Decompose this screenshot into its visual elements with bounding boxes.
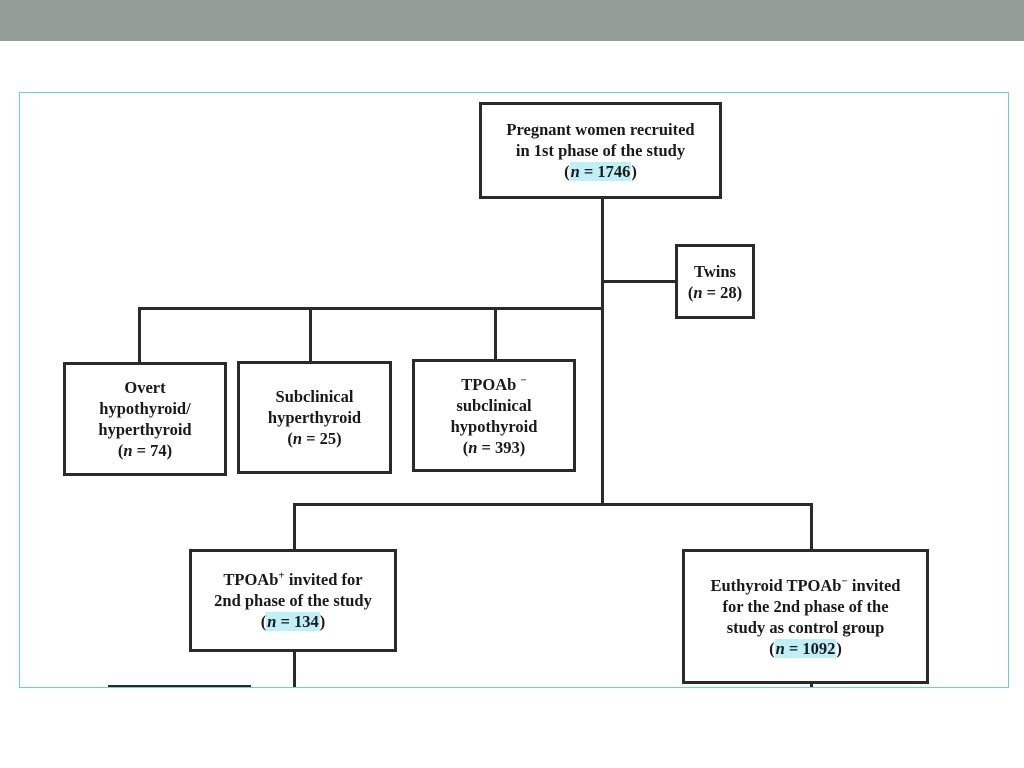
euthyroid-count: 1092	[802, 638, 836, 658]
subclinical-hyper-drop-line	[309, 307, 312, 361]
euthyroid-line1a: Euthyroid TPOAb	[710, 575, 842, 595]
twins-count: 28	[720, 282, 737, 302]
overt-line2: hypothyroid/	[99, 399, 191, 418]
tpoab-pos-box: TPOAb+ invited for 2nd phase of the stud…	[189, 549, 397, 652]
partial-box-top-edge	[108, 685, 251, 687]
overt-line3: hyperthyroid	[98, 420, 192, 439]
tpoab-neg-count: 393	[495, 437, 520, 457]
tpoab-pos-drop-line	[293, 503, 296, 549]
euthyroid-drop-line	[810, 503, 813, 549]
tpoab-neg-box: TPOAb − subclinical hypothyroid (n = 393…	[412, 359, 576, 472]
euthyroid-continuation-line	[810, 681, 813, 687]
root-line1: Pregnant women recruited	[506, 120, 695, 139]
twins-connector	[603, 280, 677, 283]
tpoab-pos-continuation-line	[293, 650, 296, 687]
level2-horizontal-line	[293, 503, 813, 506]
overt-box: Overt hypothyroid/ hyperthyroid (n = 74)	[63, 362, 227, 476]
overt-drop-line	[138, 307, 141, 362]
subclinical-hyper-count: 25	[319, 429, 337, 448]
level1-horizontal-line	[138, 307, 604, 310]
tpoab-pos-line1a: TPOAb	[223, 570, 279, 589]
tpoab-pos-line1b: invited for	[284, 570, 363, 589]
flowchart-frame: Pregnant women recruited in 1st phase of…	[19, 92, 1009, 688]
subclinical-hyper-line2: hyperthyroid	[267, 408, 362, 427]
tpoab-pos-line2: 2nd phase of the study	[214, 591, 372, 610]
tpoab-neg-line3: hypothyroid	[450, 416, 538, 436]
twins-label: Twins	[694, 261, 736, 281]
subclinical-hyper-box: Subclinical hyperthyroid (n = 25)	[237, 361, 392, 474]
tpoab-neg-drop-line	[494, 307, 497, 359]
root-box: Pregnant women recruited in 1st phase of…	[479, 102, 722, 199]
tpoab-pos-count: 134	[294, 612, 319, 631]
overt-count: 74	[150, 441, 167, 460]
tpoab-neg-line2: subclinical	[456, 395, 532, 415]
euthyroid-line3: study as control group	[726, 617, 885, 637]
root-count: 1746	[597, 162, 631, 181]
tpoab-neg-line1: TPOAb	[461, 374, 517, 394]
twins-box: Twins (n = 28)	[675, 244, 755, 319]
euthyroid-line1b: invited	[847, 575, 901, 595]
euthyroid-box: Euthyroid TPOAb− invited for the 2nd pha…	[682, 549, 929, 684]
trunk-line	[601, 199, 604, 504]
slide-title-bar	[0, 0, 1024, 41]
subclinical-hyper-line1: Subclinical	[275, 387, 354, 406]
euthyroid-line2: for the 2nd phase of the	[722, 596, 889, 616]
root-line2: in 1st phase of the study	[515, 141, 686, 160]
overt-line1: Overt	[124, 378, 166, 397]
